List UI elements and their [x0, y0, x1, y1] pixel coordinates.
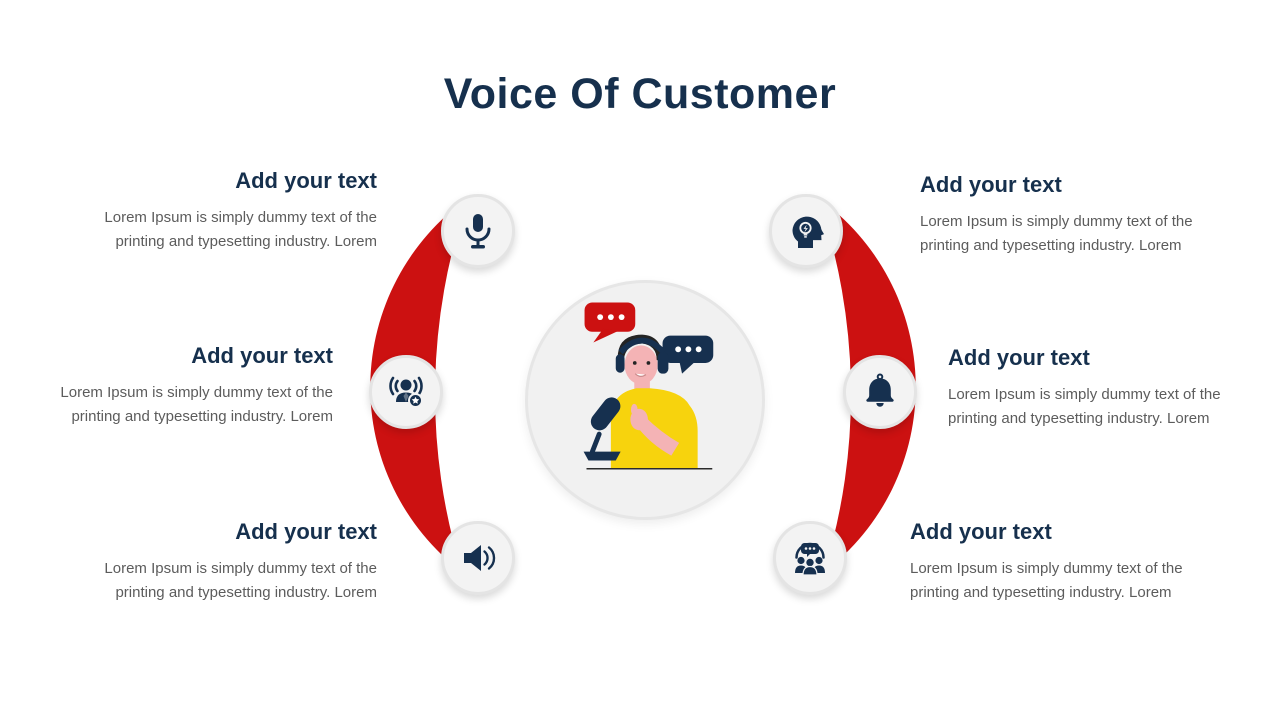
- block-body: Lorem Ipsum is simply dummy text of the …: [60, 384, 333, 425]
- icon-badge-bell: [843, 355, 917, 429]
- block-body: Lorem Ipsum is simply dummy text of the …: [948, 386, 1221, 427]
- center-illustration-circle: [525, 280, 765, 520]
- block-heading: Add your text: [235, 168, 377, 193]
- block-body: Lorem Ipsum is simply dummy text of the …: [104, 209, 377, 250]
- text-block-left-top: Add your text Lorem Ipsum is simply dumm…: [77, 168, 377, 254]
- navy-speech-bubble-icon: [662, 335, 714, 374]
- icon-badge-idea-head: [769, 194, 843, 268]
- idea-head-icon: [792, 216, 824, 248]
- icon-badge-broadcast-person: [369, 355, 443, 429]
- text-block-right-middle: Add your text Lorem Ipsum is simply dumm…: [948, 345, 1248, 431]
- icon-badge-support-team: [773, 521, 847, 595]
- microphone-illustration: [590, 397, 621, 431]
- support-team-icon: [795, 542, 825, 576]
- block-heading: Add your text: [910, 519, 1052, 544]
- broadcast-person-star-icon: [389, 376, 423, 408]
- block-body: Lorem Ipsum is simply dummy text of the …: [910, 560, 1183, 601]
- slide-title: Voice Of Customer: [443, 70, 837, 118]
- block-heading: Add your text: [191, 343, 333, 368]
- block-body: Lorem Ipsum is simply dummy text of the …: [104, 560, 377, 601]
- text-block-right-bottom: Add your text Lorem Ipsum is simply dumm…: [910, 519, 1210, 605]
- speaker-volume-icon: [464, 545, 496, 571]
- voice-of-customer-illustration: [583, 302, 714, 470]
- icon-badge-speaker: [441, 521, 515, 595]
- block-heading: Add your text: [948, 345, 1090, 370]
- block-body: Lorem Ipsum is simply dummy text of the …: [920, 213, 1193, 254]
- block-heading: Add your text: [235, 519, 377, 544]
- icon-badge-microphone: [441, 194, 515, 268]
- microphone-icon: [465, 214, 491, 249]
- text-block-right-top: Add your text Lorem Ipsum is simply dumm…: [920, 172, 1220, 258]
- text-block-left-bottom: Add your text Lorem Ipsum is simply dumm…: [77, 519, 377, 605]
- text-block-left-middle: Add your text Lorem Ipsum is simply dumm…: [33, 343, 333, 429]
- red-speech-bubble-icon: [584, 302, 636, 343]
- person-illustration: [583, 334, 713, 470]
- notification-bell-icon: [866, 373, 894, 407]
- block-heading: Add your text: [920, 172, 1062, 197]
